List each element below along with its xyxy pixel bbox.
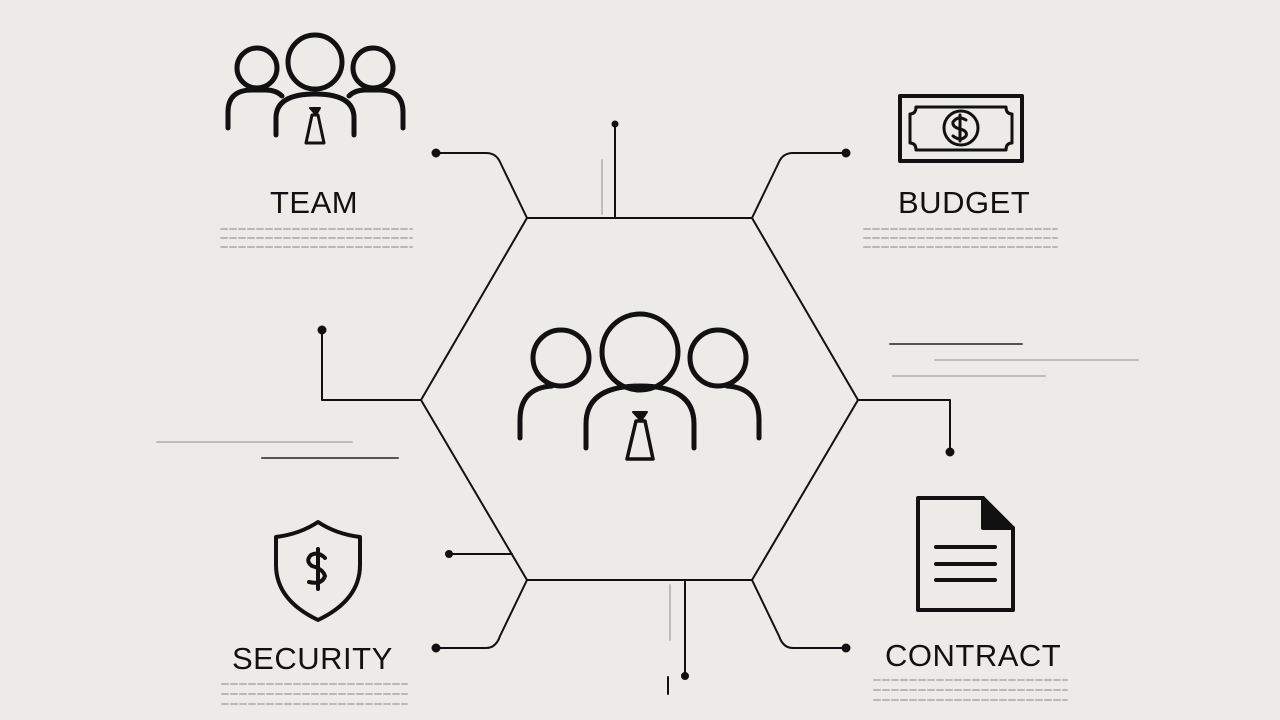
team-label: TEAM bbox=[270, 185, 359, 220]
team-faint-text bbox=[220, 228, 413, 248]
right-connector bbox=[857, 399, 955, 457]
budget-connector bbox=[751, 148, 851, 219]
contract-label: CONTRACT bbox=[885, 638, 1062, 673]
shield-dollar-icon bbox=[274, 520, 362, 622]
bottom-connector bbox=[667, 579, 689, 695]
left-connector bbox=[317, 325, 422, 401]
center-hexagon bbox=[420, 217, 859, 581]
security-faint-text bbox=[221, 683, 408, 705]
right-faint-lines bbox=[889, 343, 1139, 377]
security-connector bbox=[431, 550, 528, 653]
team-people-icon bbox=[225, 32, 406, 145]
contract-connector bbox=[751, 579, 851, 653]
budget-label: BUDGET bbox=[898, 185, 1031, 220]
security-label: SECURITY bbox=[232, 641, 393, 676]
budget-faint-text bbox=[863, 228, 1058, 248]
top-connector bbox=[601, 120, 619, 219]
left-faint-lines bbox=[156, 441, 399, 459]
contract-faint-text bbox=[873, 679, 1068, 701]
center-team-icon bbox=[517, 311, 762, 461]
team-connector bbox=[431, 148, 528, 219]
document-icon bbox=[916, 496, 1015, 612]
dollar-bill-icon bbox=[898, 94, 1024, 163]
